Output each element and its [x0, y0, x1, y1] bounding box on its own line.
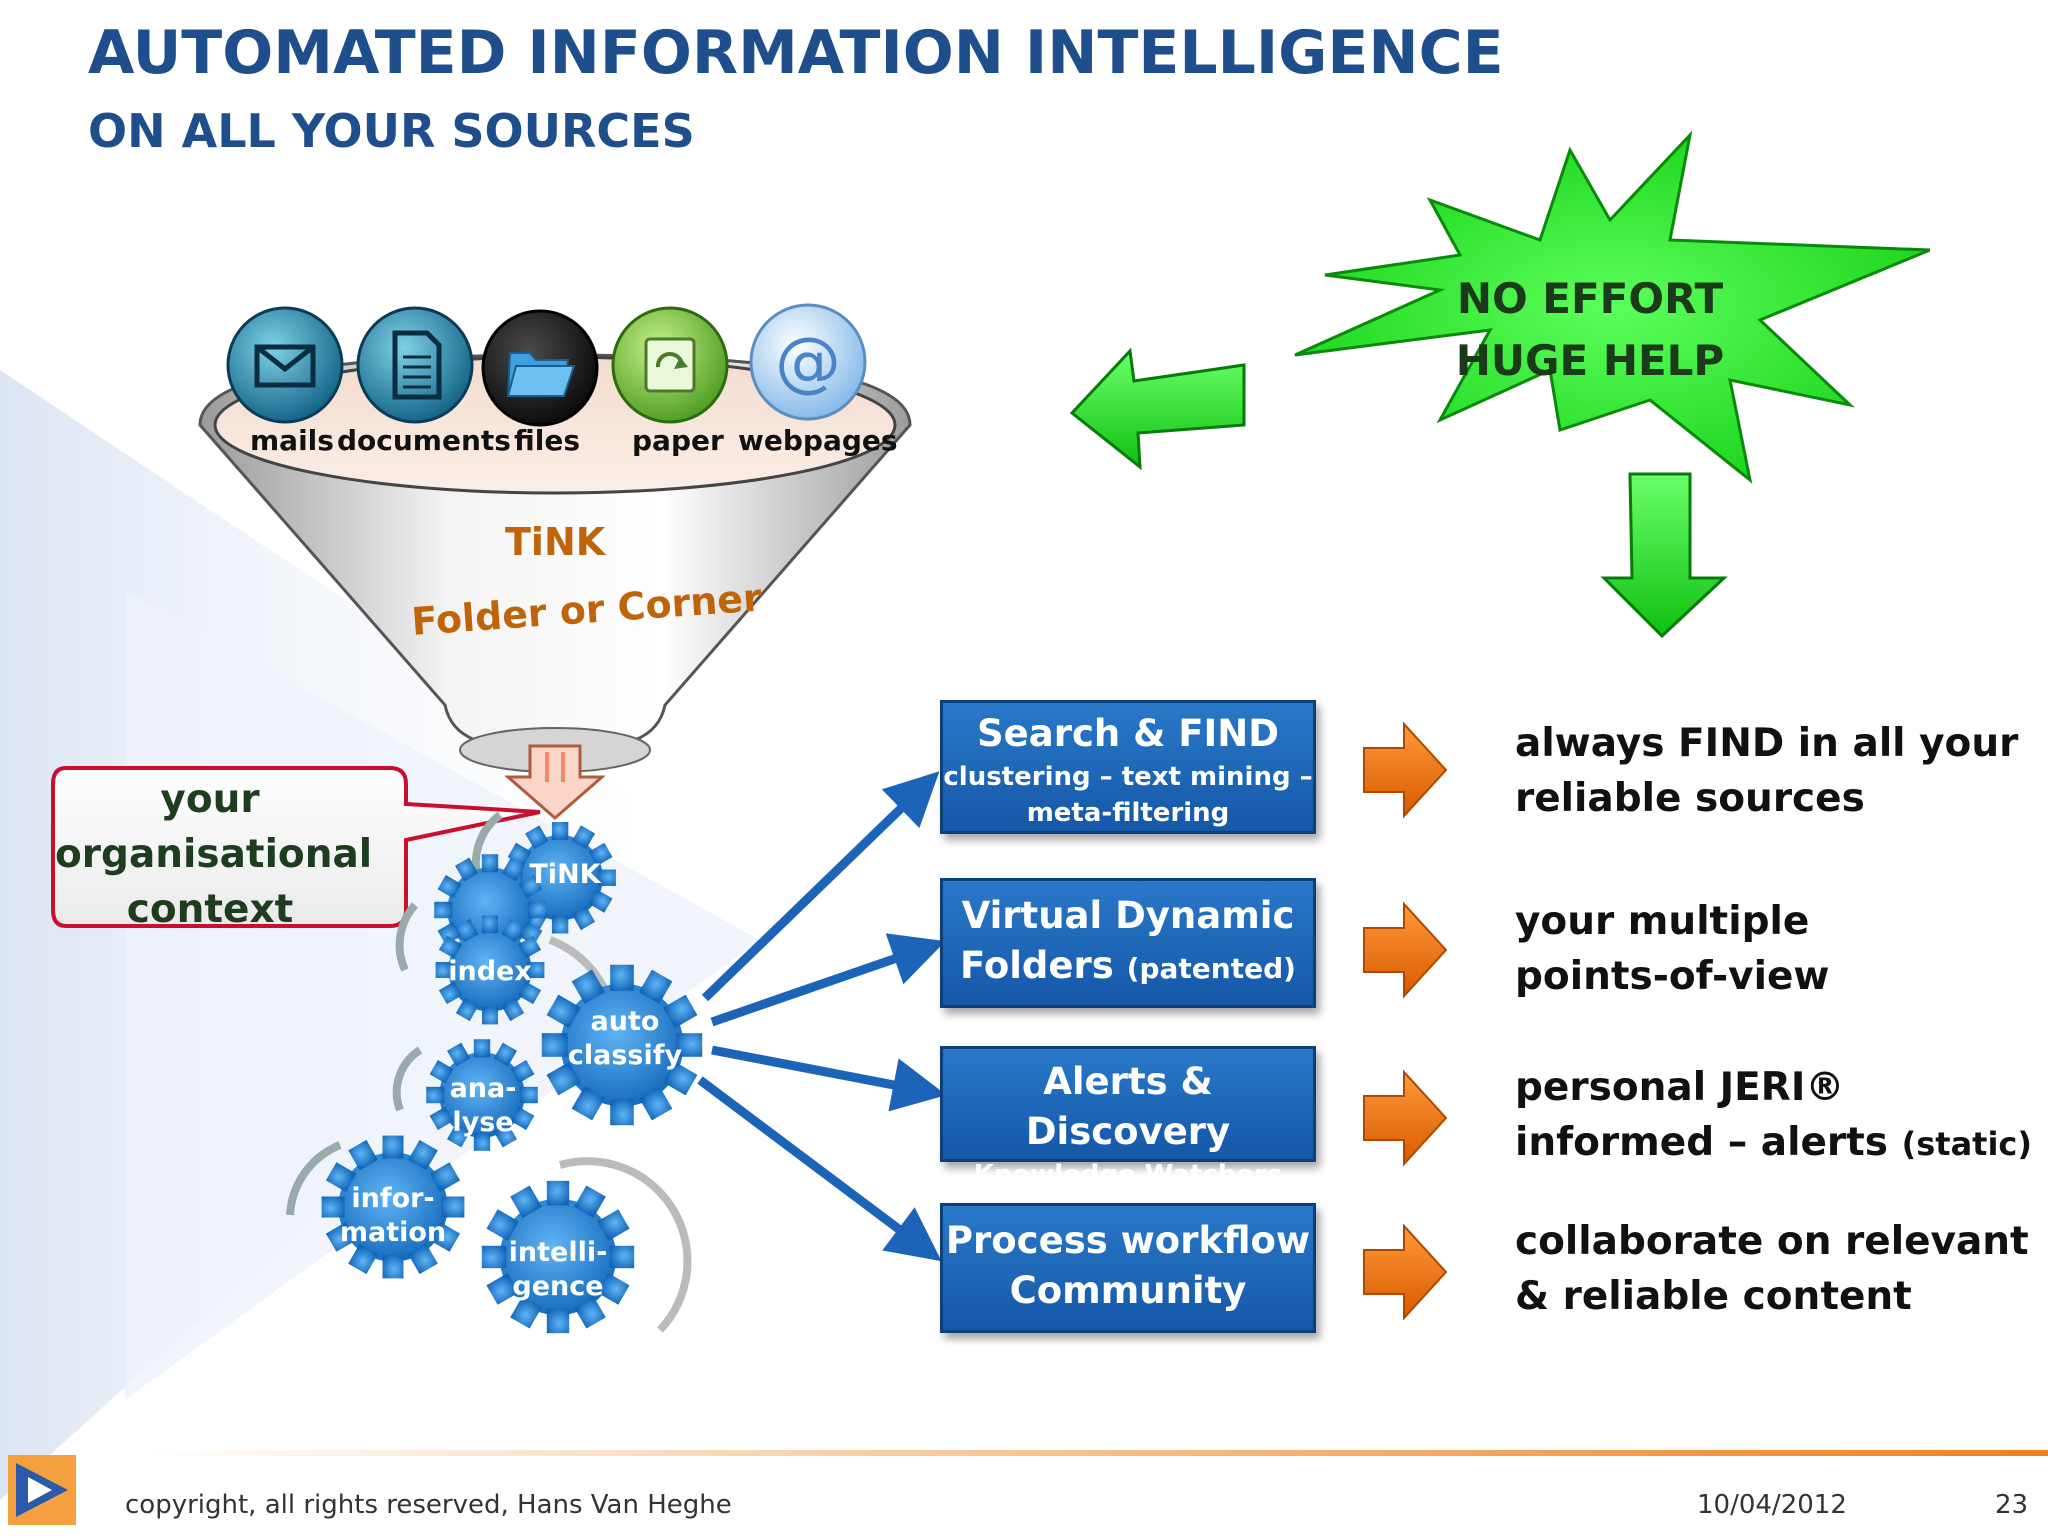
- starburst-text: NO EFFORT HUGE HELP: [1410, 268, 1770, 392]
- callout-line-3: context: [126, 887, 294, 932]
- footer-page-number: 23: [1995, 1490, 2029, 1520]
- gear-index-label: index: [448, 956, 532, 987]
- result-2-line2: points-of-view: [1515, 954, 1830, 999]
- result-1-line2: reliable sources: [1515, 776, 1865, 821]
- starburst-line2: HUGE HELP: [1455, 336, 1725, 385]
- feature-folders-note: (patented): [1126, 952, 1296, 985]
- scanner-icon: [610, 305, 730, 425]
- callout-line-1: your: [160, 777, 260, 822]
- source-label-paper: paper: [632, 424, 724, 457]
- page-title: AUTOMATED INFORMATION INTELLIGENCE: [88, 18, 1504, 88]
- gear-analyse-line1: ana-: [449, 1073, 517, 1104]
- funnel-output-arrow: [505, 744, 605, 820]
- footer-date: 10/04/2012: [1697, 1490, 1847, 1520]
- source-label-webpages: webpages: [738, 424, 898, 457]
- gear-analyse-line2: lyse: [452, 1107, 514, 1138]
- source-label-files: files: [514, 424, 581, 457]
- gear-auto-line2: classify: [567, 1040, 683, 1071]
- orange-arrow-2: [1363, 901, 1448, 999]
- document-icon: [355, 305, 475, 425]
- gear-information-label: infor- mation: [328, 1182, 458, 1250]
- feature-search-sub2: meta-filtering: [1026, 798, 1230, 828]
- folder-icon: [480, 308, 600, 428]
- orange-arrow-3: [1363, 1069, 1448, 1167]
- footer-copyright: copyright, all rights reserved, Hans Van…: [125, 1490, 732, 1520]
- green-arrow-left: [1069, 347, 1246, 471]
- feature-folders-title2-line: Folders (patented): [943, 941, 1313, 994]
- result-4-line2: & reliable content: [1515, 1274, 1912, 1319]
- feature-search-sub1: clustering – text mining –: [943, 762, 1313, 792]
- feature-alerts-title: Alerts & Discovery: [1025, 1060, 1231, 1153]
- orange-arrow-4: [1363, 1223, 1448, 1321]
- callout-bubble: [51, 766, 541, 928]
- envelope-icon: [225, 305, 345, 425]
- result-3-note: (static): [1901, 1125, 2033, 1163]
- page-subtitle: ON ALL YOUR SOURCES: [88, 104, 695, 158]
- result-4: collaborate on relevant & reliable conte…: [1515, 1214, 2029, 1324]
- starburst-line1: NO EFFORT: [1456, 274, 1724, 323]
- feature-alerts-sub1: Knowledge Watchers: [973, 1160, 1283, 1190]
- gear-auto-line1: auto: [590, 1006, 660, 1037]
- result-3: personal JERI® informed – alerts (static…: [1515, 1060, 2032, 1172]
- result-2-line1: your multiple: [1515, 899, 1810, 944]
- source-label-mails: mails: [250, 424, 334, 457]
- gear-intelligence-line1: intelli-: [508, 1237, 608, 1268]
- callout-text: your organisational context: [55, 772, 373, 937]
- result-3-line1: personal JERI®: [1515, 1065, 1845, 1110]
- result-4-line1: collaborate on relevant: [1515, 1219, 2029, 1264]
- logo-icon: [8, 1455, 76, 1525]
- feature-folders-title: Virtual Dynamic: [961, 894, 1295, 937]
- gear-analyse-label: ana- lyse: [418, 1072, 548, 1140]
- feature-workflow-title: Process workflow: [945, 1219, 1311, 1262]
- orange-arrow-1: [1363, 721, 1448, 819]
- gear-information-line2: mation: [339, 1217, 447, 1248]
- svg-text:@: @: [775, 323, 841, 400]
- gear-auto-classify-label: auto classify: [555, 1005, 695, 1073]
- funnel-title: TiNK: [505, 520, 606, 564]
- starburst: [1294, 130, 1930, 484]
- result-2: your multiple points-of-view: [1515, 894, 1829, 1004]
- gear-tink-label: TiNK: [529, 859, 601, 890]
- feature-search-find[interactable]: Search & FIND clustering – text mining –…: [940, 700, 1316, 834]
- feature-workflow-title2: Community: [1009, 1269, 1247, 1312]
- at-sign-icon: @: [748, 302, 868, 422]
- result-3-line2: informed – alerts: [1515, 1120, 1889, 1165]
- result-1-line1: always FIND in all your: [1515, 721, 2019, 766]
- feature-alerts-discovery[interactable]: Alerts & Discovery Knowledge Watchers: [940, 1046, 1316, 1190]
- green-arrow-down: [1600, 472, 1728, 639]
- gears-diagram: [286, 811, 703, 1334]
- gear-intelligence-label: intelli- gence: [493, 1236, 623, 1304]
- feature-process-workflow[interactable]: Process workflow Community: [940, 1203, 1316, 1333]
- callout-line-2: organisational: [55, 832, 373, 877]
- gear-information-line1: infor-: [351, 1183, 435, 1214]
- gear-intelligence-line2: gence: [512, 1271, 604, 1302]
- feature-virtual-folders[interactable]: Virtual Dynamic Folders (patented): [940, 878, 1316, 1008]
- feature-folders-title2: Folders: [960, 944, 1114, 987]
- result-3-line2-wrap: informed – alerts (static): [1515, 1115, 2032, 1172]
- result-1: always FIND in all your reliable sources: [1515, 716, 2018, 826]
- source-label-documents: documents: [337, 424, 511, 457]
- feature-search-title: Search & FIND: [977, 712, 1279, 755]
